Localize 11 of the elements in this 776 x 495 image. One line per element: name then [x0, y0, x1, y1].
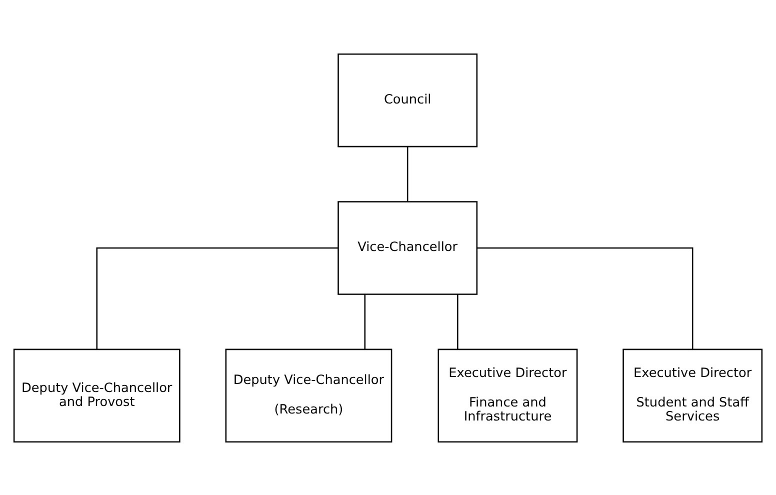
connector	[476, 246, 694, 349]
connector	[96, 246, 338, 349]
node-box: Council	[338, 53, 478, 147]
node-box: Deputy Vice-Chancellor (Research)	[225, 348, 392, 442]
connector	[364, 294, 366, 348]
node-box: Deputy Vice-Chancellor and Provost	[13, 348, 180, 442]
node-box: Executive Director Finance and Infrastructure	[438, 348, 578, 442]
node-box: Vice-Chancellor	[338, 200, 478, 294]
connector	[406, 146, 408, 201]
connector	[457, 294, 458, 348]
node-box: Executive Director Student and Staff Services	[622, 348, 763, 442]
